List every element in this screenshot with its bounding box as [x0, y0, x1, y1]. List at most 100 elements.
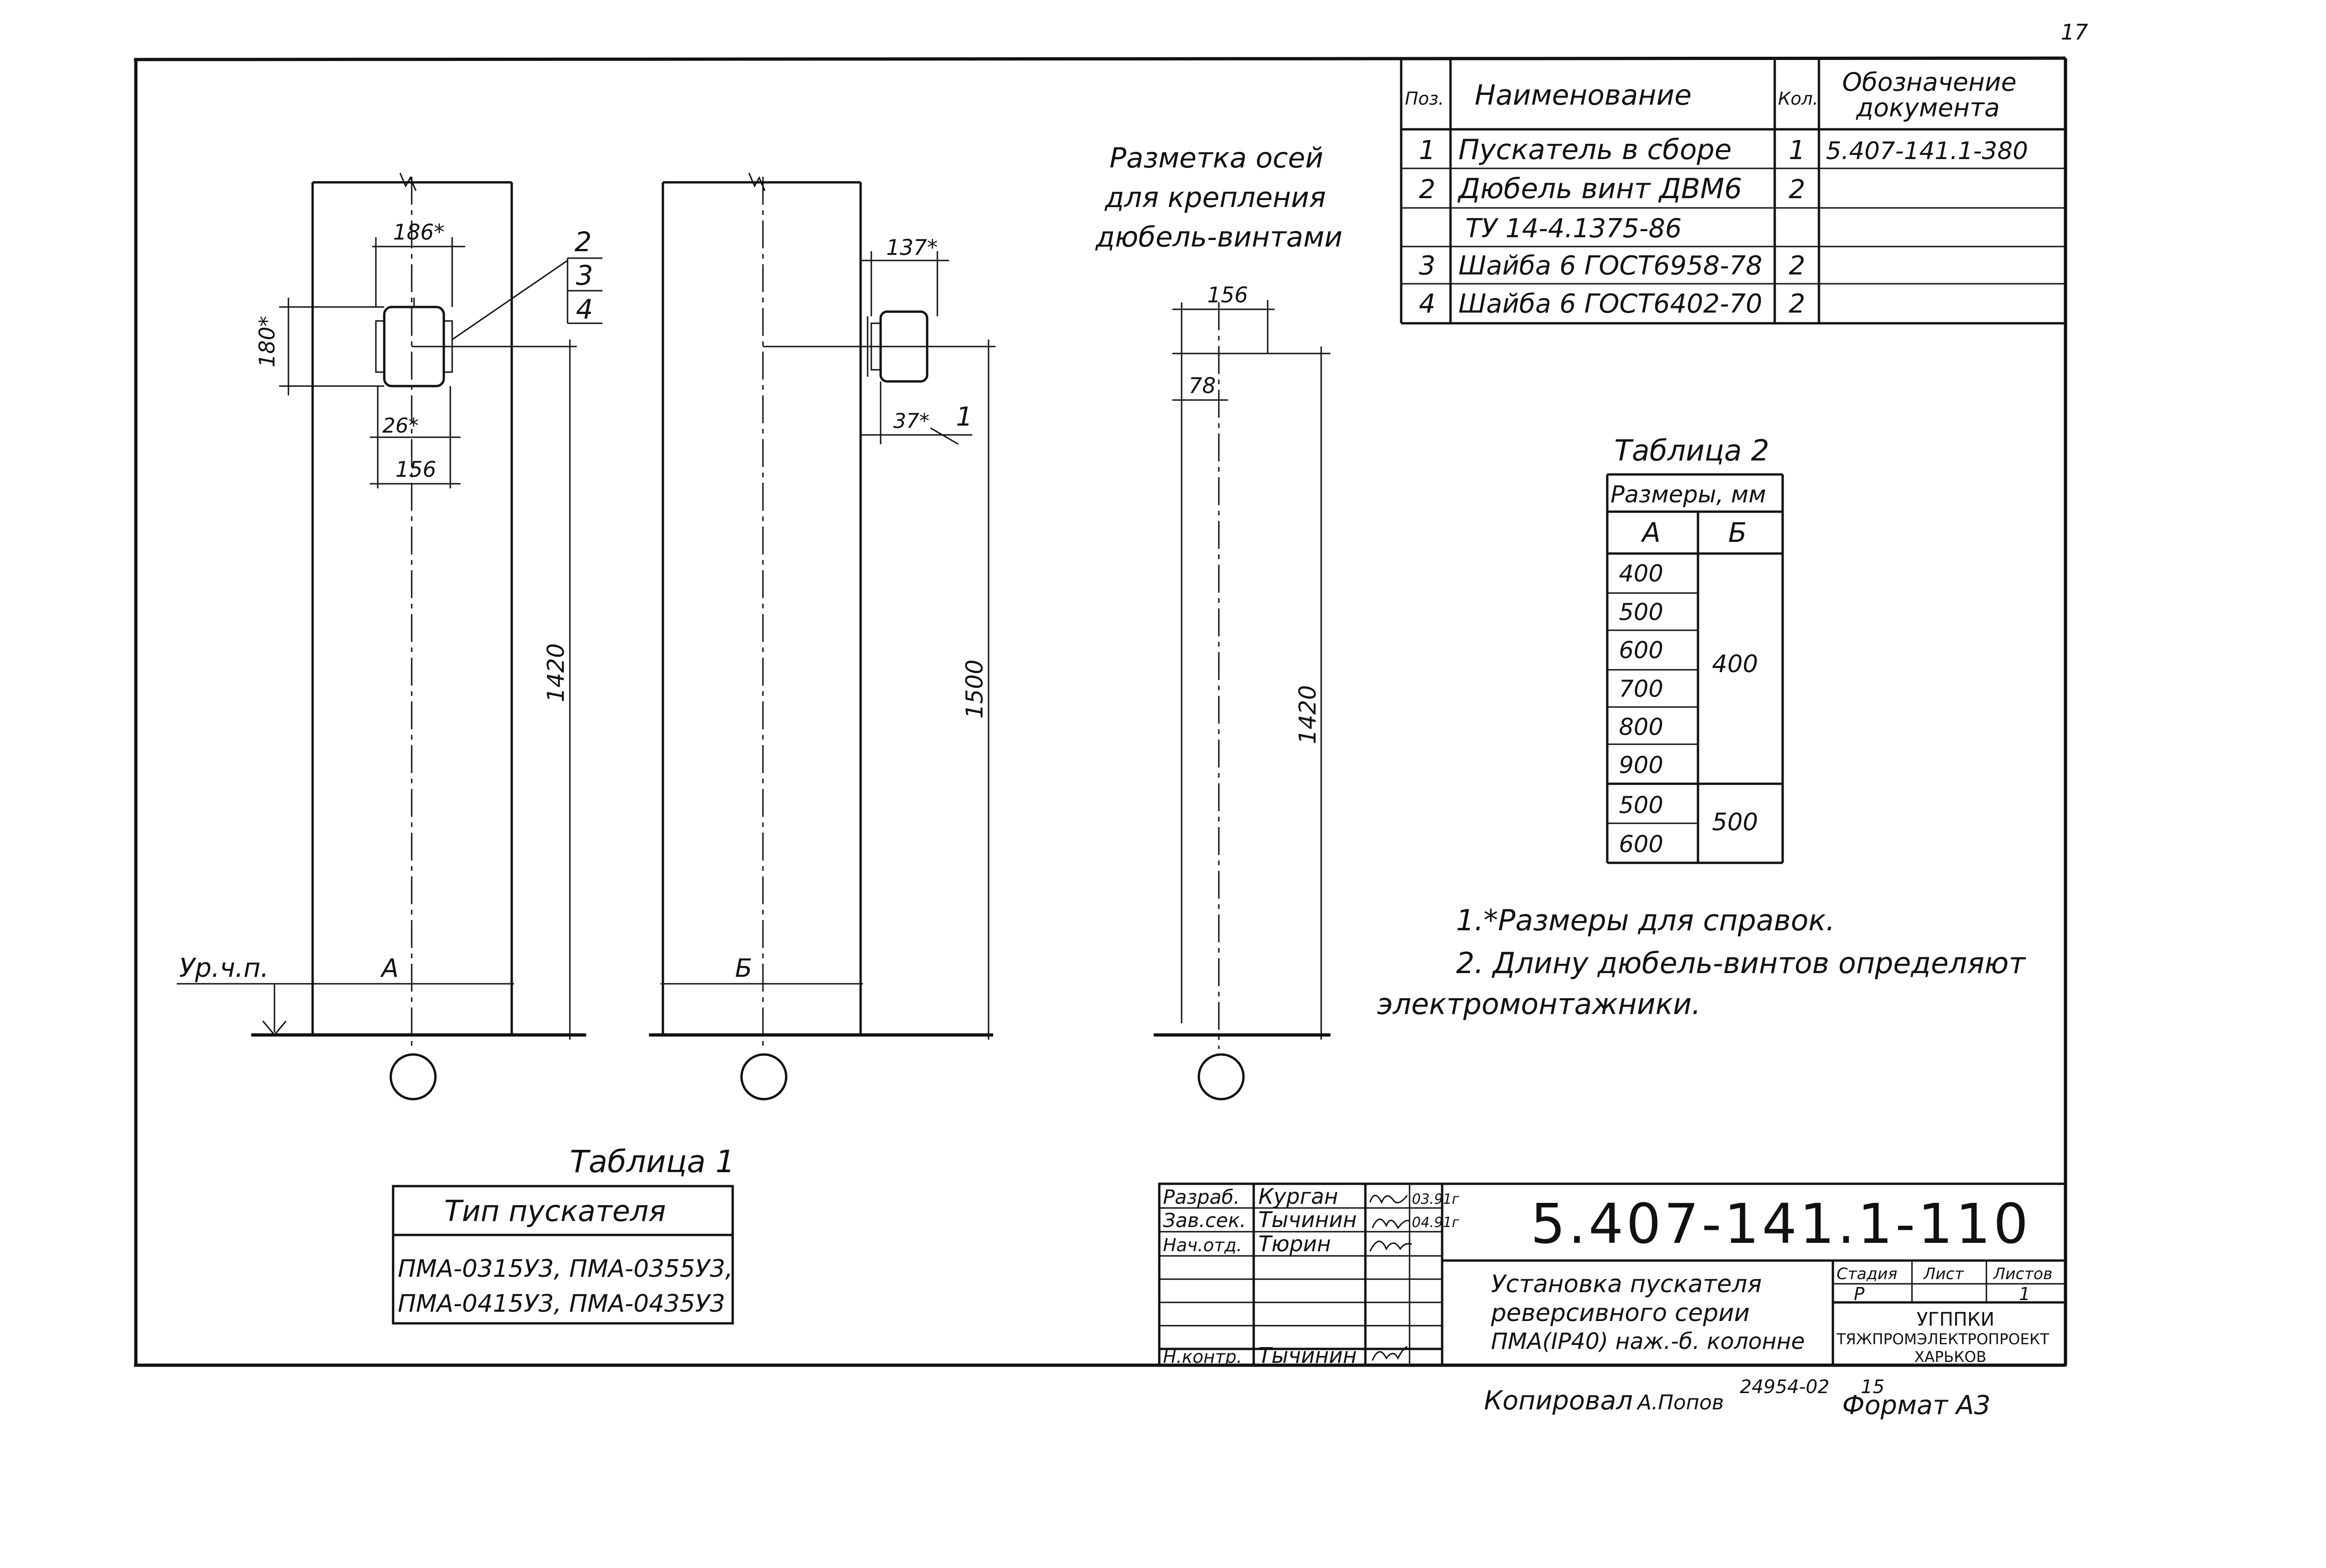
spec-row-5-name: Шайба 6 ГОСТ6402-70 — [1458, 289, 1762, 319]
view-2-callout: 1 — [956, 402, 973, 432]
role-2-date: 04.91г — [1412, 1214, 1459, 1231]
footer-copier: А.Попов — [1636, 1391, 1724, 1415]
role-3-name: Тюрин — [1258, 1231, 1331, 1256]
role-1-date: 03.91г — [1412, 1191, 1459, 1208]
footer-format: Формат А3 — [1842, 1390, 1991, 1421]
view-2-axis-marker — [740, 1053, 788, 1101]
org-line-2: ТЯЖПРОМЭЛЕКТРОПРОЕКТ — [1836, 1330, 2049, 1348]
control-name: Тычинин — [1258, 1343, 1357, 1368]
spec-row-5-pos: 4 — [1419, 289, 1436, 319]
table-2-a-1: 400 — [1619, 560, 1663, 587]
view-3-axis-marker — [1197, 1053, 1245, 1101]
view-1-dim-top: 186* — [393, 220, 445, 245]
note-1: 1.*Размеры для справок. — [1456, 903, 1835, 937]
view-2-dim-height: 1500 — [961, 660, 988, 719]
role-2: Зав.сек. — [1163, 1209, 1246, 1232]
spec-row-4-pos: 3 — [1419, 251, 1436, 281]
table-2-b-1: 400 — [1712, 650, 1758, 678]
table-2-a-6: 900 — [1619, 752, 1663, 779]
note-3: электромонтажники. — [1377, 987, 1701, 1021]
footer-copied: Копировал — [1484, 1386, 1633, 1416]
stage-header: Стадия — [1837, 1265, 1897, 1283]
title-block: Разраб. Курган 03.91г Зав.сек. Тычинин 0… — [1158, 1182, 2067, 1368]
view-3-dim-height: 1420 — [1294, 685, 1321, 744]
table-1: Таблица 1 Тип пускателя ПМА-0315У3, ПМА-… — [392, 1144, 735, 1325]
view-3-dim-top: 156 — [1207, 282, 1248, 307]
table-1-header: Тип пускателя — [444, 1194, 666, 1228]
table-2-col-b: Б — [1728, 517, 1747, 548]
view-1-dim-left: 180* — [254, 316, 280, 367]
signature-2 — [1371, 1218, 1410, 1229]
marking-title-line-2: для крепления — [1104, 181, 1326, 214]
signature-1 — [1369, 1194, 1408, 1204]
notes: 1.*Размеры для справок. 2. Длину дюбель-… — [1377, 903, 2026, 1021]
view-1-callout-2: 2 — [575, 226, 592, 258]
spec-row-1-pos: 1 — [1419, 135, 1436, 166]
view-1-width-label: A — [380, 954, 399, 983]
spec-row-5-qty: 2 — [1789, 289, 1805, 319]
footer-sheet-no: 15 — [1861, 1376, 1885, 1398]
spec-table: Поз. Наименование Кол. Обозначение докум… — [1400, 60, 2065, 325]
table-1-line-1: ПМА-0315У3, ПМА-0355У3, — [398, 1255, 733, 1283]
sheet-header: Лист — [1923, 1265, 1964, 1283]
role-2-name: Тычинин — [1258, 1207, 1357, 1232]
table-2-a-8: 600 — [1619, 831, 1663, 858]
control-role: Н.контр. — [1163, 1347, 1242, 1367]
sheets-header: Листов — [1992, 1265, 2052, 1283]
description-line-1: Установка пускателя — [1491, 1270, 1762, 1298]
marking-title-line-1: Разметка осей — [1110, 142, 1323, 174]
spec-row-1-doc: 5.407-141.1-380 — [1826, 137, 2028, 165]
view-2-column: 137* 37* 1 1500 Б — [649, 173, 996, 1101]
page-number: 17 — [2061, 20, 2088, 45]
spec-row-4-qty: 2 — [1789, 251, 1805, 281]
spec-row-2-qty: 2 — [1789, 174, 1805, 205]
table-1-title: Таблица 1 — [570, 1144, 735, 1180]
table-2-col-a: A — [1640, 517, 1661, 548]
signature-3 — [1369, 1241, 1412, 1252]
table-2: Таблица 2 Размеры, мм A Б 400 500 600 70… — [1606, 434, 1784, 864]
org-line-1: УГППКИ — [1917, 1309, 1994, 1330]
view-2-dim-small: 37* — [893, 409, 929, 433]
table-2-title: Таблица 2 — [1614, 434, 1769, 467]
doc-number: 5.407-141.1-110 — [1531, 1192, 2031, 1256]
spec-row-1-qty: 1 — [1789, 135, 1805, 166]
spec-row-1-name: Пускатель в сборе — [1458, 133, 1731, 166]
view-1-axis-marker — [389, 1053, 437, 1101]
view-1-dim-height: 1420 — [542, 643, 569, 702]
sheets-value: 1 — [2019, 1284, 2030, 1304]
spec-header-name: Наименование — [1475, 79, 1691, 112]
spec-header-doc-1: Обозначение — [1842, 67, 2017, 97]
spec-header-doc-2: документа — [1856, 93, 2000, 122]
table-2-a-7: 500 — [1619, 792, 1663, 819]
org-line-3: ХАРЬКОВ — [1914, 1348, 1986, 1366]
marking-title-line-3: дюбель-винтами — [1095, 221, 1343, 254]
view-3-axes-marking: 156 78 1420 — [1154, 282, 1330, 1101]
view-1-callout-4: 4 — [576, 294, 593, 325]
spec-row-2-pos: 2 — [1419, 174, 1436, 205]
stage-value: Р — [1854, 1284, 1865, 1304]
table-2-a-2: 500 — [1619, 599, 1663, 626]
description-line-2: реверсивного серии — [1491, 1299, 1750, 1327]
signature-4 — [1371, 1346, 1408, 1361]
view-1-dim-small: 26* — [382, 414, 419, 438]
spec-header-qty: Кол. — [1778, 88, 1818, 109]
table-1-line-2: ПМА-0415У3, ПМА-0435У3 — [398, 1290, 725, 1318]
spec-row-3-name: ТУ 14-4.1375-86 — [1465, 214, 1682, 244]
role-1: Разраб. — [1163, 1186, 1240, 1208]
table-2-b-2: 500 — [1712, 808, 1758, 836]
table-2-a-4: 700 — [1619, 675, 1663, 702]
spec-header-pos: Поз. — [1405, 88, 1444, 109]
table-2-group-header: Размеры, мм — [1611, 481, 1766, 508]
view-2-dim-top: 137* — [886, 235, 938, 260]
view-1-dim-base: 156 — [395, 457, 436, 482]
note-2: 2. Длину дюбель-винтов определяют — [1456, 946, 2026, 980]
view-1-column: 186* 180* 26* 156 1420 2 3 4 A Ур.ч.п. — [177, 173, 602, 1101]
spec-row-2-name: Дюбель винт ДВМ6 — [1457, 173, 1742, 205]
view-1-callout-3: 3 — [576, 260, 593, 291]
spec-row-4-name: Шайба 6 ГОСТ6958-78 — [1458, 251, 1762, 281]
view-3-dim-small: 78 — [1189, 373, 1216, 398]
table-2-a-3: 600 — [1619, 637, 1663, 664]
footer-order: 24954-02 — [1740, 1376, 1830, 1398]
description-line-3: ПМА(IP40) наж.-б. колонне — [1491, 1328, 1805, 1354]
role-1-name: Курган — [1258, 1184, 1338, 1209]
